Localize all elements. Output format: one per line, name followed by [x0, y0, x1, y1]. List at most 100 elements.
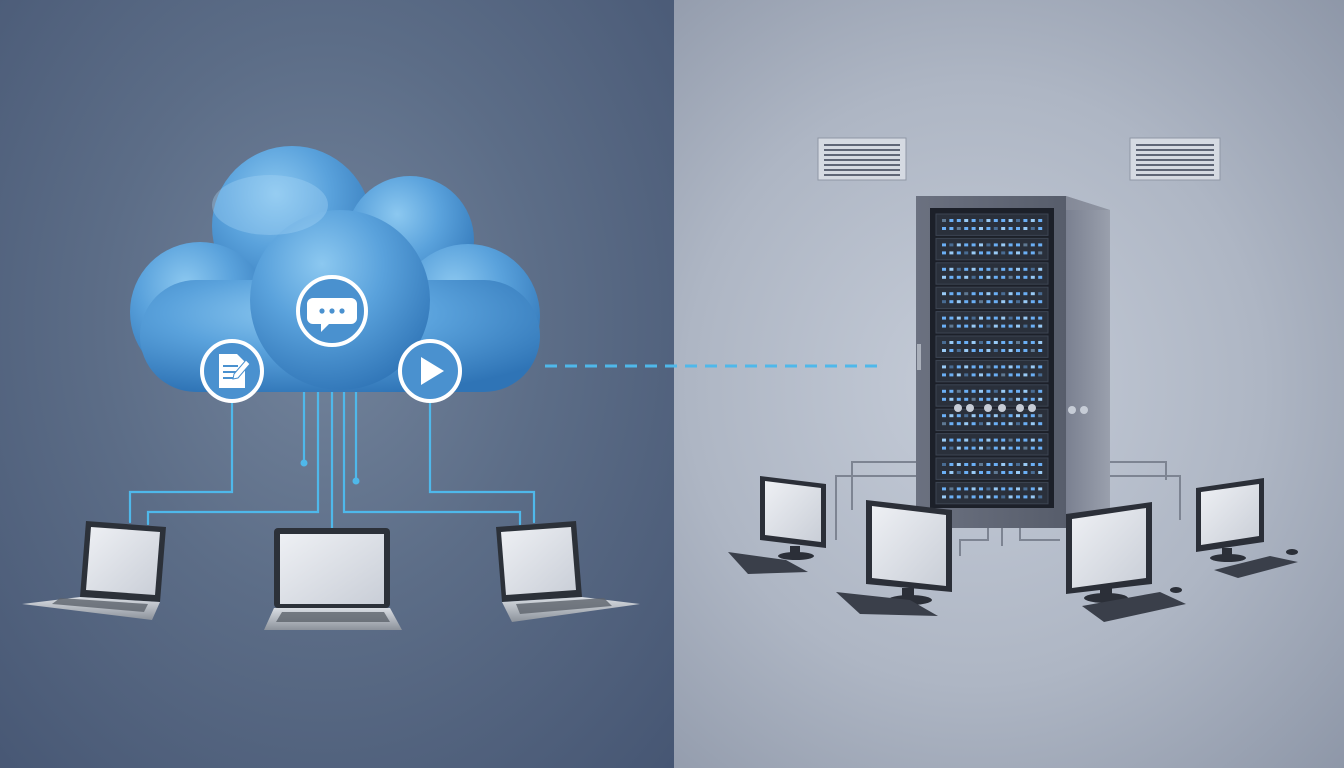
rack-led — [942, 267, 946, 271]
rack-led — [986, 471, 991, 474]
rack-led — [1023, 438, 1028, 442]
rack-led — [1023, 446, 1028, 450]
rack-led — [986, 495, 991, 499]
rack-led — [964, 292, 969, 296]
rack-led — [949, 414, 954, 418]
keyboard — [836, 592, 938, 616]
rack-led — [971, 251, 976, 255]
rack-led — [986, 251, 991, 255]
rack-led — [964, 471, 969, 474]
rack-led — [993, 292, 998, 296]
rack-led — [942, 422, 946, 426]
rack-led — [1023, 373, 1028, 377]
rack-led — [986, 487, 991, 491]
rack-led — [1038, 243, 1043, 247]
server-rack — [916, 196, 1110, 528]
rack-led — [1038, 251, 1043, 255]
rack-led — [979, 292, 983, 296]
workstation-front-left — [836, 500, 952, 616]
rack-led — [993, 389, 998, 393]
rack-led — [979, 300, 983, 304]
mouse — [1286, 549, 1298, 555]
rack-led — [949, 227, 954, 230]
rack-led — [971, 300, 976, 304]
rack-led — [942, 251, 946, 255]
rack-led — [1023, 365, 1028, 369]
rack-led — [1008, 275, 1013, 279]
rack-led — [949, 349, 954, 352]
rack-led — [956, 365, 961, 369]
rack-led — [949, 251, 954, 255]
rack-led — [979, 316, 983, 320]
rack-led — [986, 219, 991, 222]
rack-led — [1016, 267, 1020, 271]
rack-led — [1030, 463, 1035, 466]
rack-led — [993, 463, 998, 466]
rack-unit — [935, 286, 1049, 310]
rack-led — [979, 414, 983, 418]
rack-led — [971, 349, 976, 352]
laptop-right — [496, 521, 640, 622]
rack-led — [1001, 446, 1006, 450]
rack-led — [1038, 446, 1043, 450]
rack-led — [993, 422, 998, 426]
rack-led — [986, 422, 991, 426]
rack-led — [1030, 349, 1035, 352]
rack-led — [1001, 324, 1006, 328]
rack-led — [942, 349, 946, 352]
rack-led — [986, 341, 991, 344]
rack-led — [993, 243, 998, 247]
rack-led — [964, 251, 969, 255]
rack-led — [993, 487, 998, 491]
rack-led — [993, 275, 998, 279]
rack-door-handle — [917, 344, 921, 370]
rack-led — [971, 267, 976, 271]
laptop-screen — [280, 534, 384, 604]
rack-led — [1016, 243, 1020, 247]
rack-led — [949, 292, 954, 296]
rack-led — [949, 463, 954, 466]
rack-led — [1030, 341, 1035, 344]
rack-led — [949, 275, 954, 279]
rack-led — [1023, 471, 1028, 474]
rack-unit — [935, 311, 1049, 334]
rack-led — [1001, 438, 1006, 442]
rack-led — [1038, 267, 1043, 271]
rack-led — [1030, 300, 1035, 304]
rack-led — [1008, 300, 1013, 304]
rack-led — [1030, 316, 1035, 320]
rack-led — [993, 438, 998, 442]
rack-led — [1023, 414, 1028, 418]
rack-led — [964, 324, 969, 328]
rack-led — [956, 438, 961, 442]
rack-led — [956, 463, 961, 466]
rack-led — [971, 487, 976, 491]
rack-led — [1038, 219, 1043, 222]
rack-led — [964, 463, 969, 466]
rack-led — [942, 324, 946, 328]
rack-led — [1030, 495, 1035, 499]
rack-led — [1008, 341, 1013, 344]
rack-led — [1023, 251, 1028, 255]
rack-unit — [935, 237, 1049, 261]
laptop-screen — [86, 527, 160, 595]
rack-led — [1008, 324, 1013, 328]
rack-led — [971, 422, 976, 426]
connector-node — [352, 477, 360, 485]
rack-led — [993, 300, 998, 304]
rack-led — [956, 275, 961, 279]
rack-led — [1030, 267, 1035, 271]
rack-led — [964, 267, 969, 271]
rack-led — [1038, 324, 1043, 328]
rack-led — [1008, 438, 1013, 442]
rack-led — [979, 373, 983, 377]
rack-led — [1008, 292, 1013, 296]
rack-led — [964, 397, 969, 401]
rack-led — [1008, 422, 1013, 426]
rack-led — [993, 471, 998, 474]
rack-led — [986, 349, 991, 352]
rack-led — [1030, 422, 1035, 426]
rack-led — [1016, 365, 1020, 369]
rack-led — [956, 243, 961, 247]
